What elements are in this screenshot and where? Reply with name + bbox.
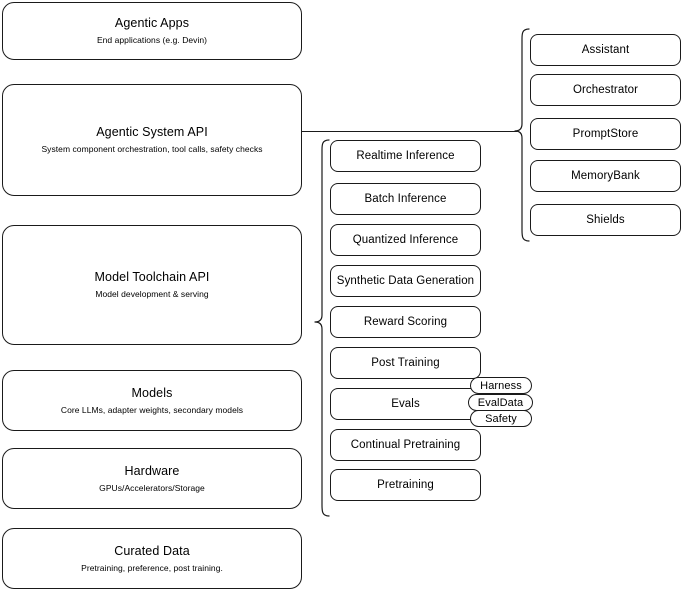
toolchain-component-label: Synthetic Data Generation <box>336 275 475 287</box>
stack-layer-subtitle: System component orchestration, tool cal… <box>41 144 263 154</box>
evals-badge-label: Harness <box>480 379 522 392</box>
stack-layer-curated-data[interactable]: Curated Data Pretraining, preference, po… <box>2 528 302 589</box>
stack-layer-subtitle: GPUs/Accelerators/Storage <box>99 482 205 493</box>
agentic-component-memorybank[interactable]: MemoryBank <box>530 160 681 192</box>
stack-layer-subtitle: Pretraining, preference, post training. <box>81 562 223 573</box>
toolchain-component-label: Reward Scoring <box>363 316 448 328</box>
evals-badge-label: EvalData <box>477 396 524 409</box>
toolchain-component-label: Post Training <box>371 357 440 369</box>
toolchain-component-label: Pretraining <box>377 479 434 491</box>
evals-badge-harness[interactable]: Harness <box>470 377 532 394</box>
toolchain-component-realtime-inference[interactable]: Realtime Inference <box>330 140 481 172</box>
evals-badge-evaldata[interactable]: EvalData <box>468 394 533 411</box>
brace-agentic-components <box>512 28 532 242</box>
agentic-component-label: MemoryBank <box>571 170 640 182</box>
toolchain-component-batch-inference[interactable]: Batch Inference <box>330 183 481 215</box>
agentic-component-label: PromptStore <box>572 128 639 140</box>
brace-toolchain-components <box>312 139 332 517</box>
evals-badge-label: Safety <box>485 412 517 425</box>
stack-layer-model-toolchain-api[interactable]: Model Toolchain API Model development & … <box>2 225 302 345</box>
toolchain-component-reward-scoring[interactable]: Reward Scoring <box>330 306 481 338</box>
toolchain-component-label: Continual Pretraining <box>350 439 461 451</box>
toolchain-component-post-training[interactable]: Post Training <box>330 347 481 379</box>
evals-badge-safety[interactable]: Safety <box>470 410 532 427</box>
stack-layer-subtitle: Model development & serving <box>95 289 209 299</box>
stack-layer-title: Hardware <box>124 463 180 478</box>
stack-layer-subtitle: End applications (e.g. Devin) <box>96 35 208 45</box>
toolchain-component-continual-pretraining[interactable]: Continual Pretraining <box>330 429 481 461</box>
connector-line-agentic-system-to-components <box>302 131 517 132</box>
stack-layer-hardware[interactable]: Hardware GPUs/Accelerators/Storage <box>2 448 302 509</box>
toolchain-component-evals[interactable]: Evals <box>330 388 481 420</box>
toolchain-component-quantized-inference[interactable]: Quantized Inference <box>330 224 481 256</box>
stack-layer-title: Model Toolchain API <box>94 270 210 284</box>
toolchain-component-pretraining[interactable]: Pretraining <box>330 469 481 501</box>
stack-layer-subtitle: Core LLMs, adapter weights, secondary mo… <box>60 404 244 415</box>
toolchain-component-label: Realtime Inference <box>356 150 455 162</box>
stack-layer-title: Agentic System API <box>96 125 208 139</box>
agentic-component-label: Shields <box>586 214 625 226</box>
agentic-component-shields[interactable]: Shields <box>530 204 681 236</box>
toolchain-component-label: Batch Inference <box>364 193 447 205</box>
agentic-component-label: Orchestrator <box>572 84 639 96</box>
stack-layer-title: Curated Data <box>114 543 190 558</box>
agentic-component-orchestrator[interactable]: Orchestrator <box>530 74 681 106</box>
toolchain-component-label: Quantized Inference <box>352 234 459 246</box>
agentic-component-label: Assistant <box>581 44 630 56</box>
toolchain-component-synthetic-data-generation[interactable]: Synthetic Data Generation <box>330 265 481 297</box>
stack-layer-agentic-apps[interactable]: Agentic Apps End applications (e.g. Devi… <box>2 2 302 60</box>
stack-layer-title: Models <box>131 385 173 400</box>
stack-layer-title: Agentic Apps <box>114 16 190 30</box>
agentic-component-assistant[interactable]: Assistant <box>530 34 681 66</box>
toolchain-component-label: Evals <box>391 398 420 410</box>
agentic-component-promptstore[interactable]: PromptStore <box>530 118 681 150</box>
stack-layer-models[interactable]: Models Core LLMs, adapter weights, secon… <box>2 370 302 431</box>
stack-layer-agentic-system-api[interactable]: Agentic System API System component orch… <box>2 84 302 196</box>
